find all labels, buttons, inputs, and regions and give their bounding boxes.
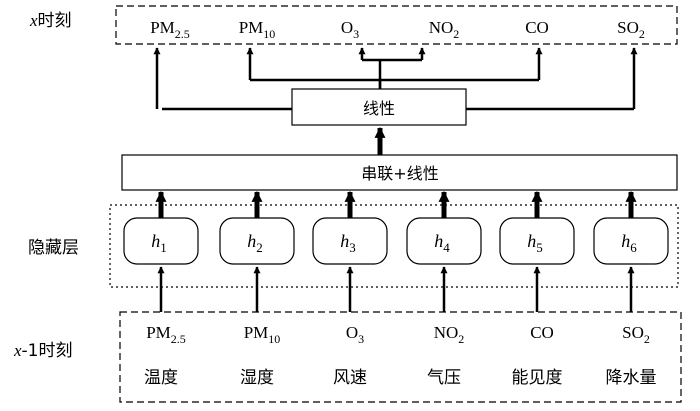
- hidden-unit-box-3: [312, 217, 388, 265]
- hidden-unit-box-5: [499, 217, 575, 265]
- output-label-4: NO2: [429, 18, 460, 41]
- hidden-unit-label-2: h2: [247, 231, 263, 255]
- input-pollutant-4: NO2: [434, 323, 465, 346]
- concat-linear-label: 串联+线性: [361, 164, 438, 183]
- input-pollutant-1: PM2.5: [146, 323, 186, 346]
- hidden-unit-box-6: [593, 217, 669, 265]
- input-pollutant-3: O3: [346, 323, 364, 346]
- output-label-2: PM10: [239, 18, 276, 41]
- output-arrows: [153, 47, 638, 109]
- hidden-unit-label-1: h1: [151, 231, 167, 255]
- input-pollutant-2: PM10: [244, 323, 281, 346]
- hidden-layer-label: 隐藏层: [28, 238, 79, 258]
- input-meteorology-2: 湿度: [240, 368, 274, 388]
- hidden-unit-label-4: h4: [434, 231, 450, 255]
- linear-layer-box: [291, 88, 467, 126]
- input-meteorology-4: 气压: [427, 368, 461, 388]
- input-pollutant-5: CO: [530, 323, 554, 342]
- hidden-unit-label-5: h5: [527, 231, 543, 255]
- output-label-5: CO: [525, 18, 549, 37]
- hidden-unit-box-2: [219, 217, 295, 265]
- input-meteorology-5: 能见度: [512, 368, 563, 388]
- hidden-unit-label-6: h6: [621, 231, 637, 255]
- hidden-unit-label-3: h3: [340, 231, 356, 255]
- output-label-6: SO2: [617, 18, 645, 41]
- output-label-1: PM2.5: [150, 18, 190, 41]
- input-row-label: x-1时刻: [13, 341, 73, 361]
- hidden-unit-box-4: [406, 217, 482, 265]
- input-meteorology-6: 降水量: [606, 368, 657, 388]
- hidden-unit-box-1: [123, 217, 199, 265]
- input-meteorology-3: 风速: [333, 368, 367, 388]
- concat-linear-box: [121, 154, 678, 191]
- input-pollutant-6: SO2: [622, 323, 650, 346]
- linear-layer-label: 线性: [363, 99, 395, 118]
- input-group-box: [119, 311, 682, 403]
- output-label-3: O3: [341, 18, 359, 41]
- input-meteorology-1: 温度: [144, 368, 178, 388]
- output-group-box: [115, 5, 678, 45]
- output-row-label: x时刻: [29, 11, 72, 31]
